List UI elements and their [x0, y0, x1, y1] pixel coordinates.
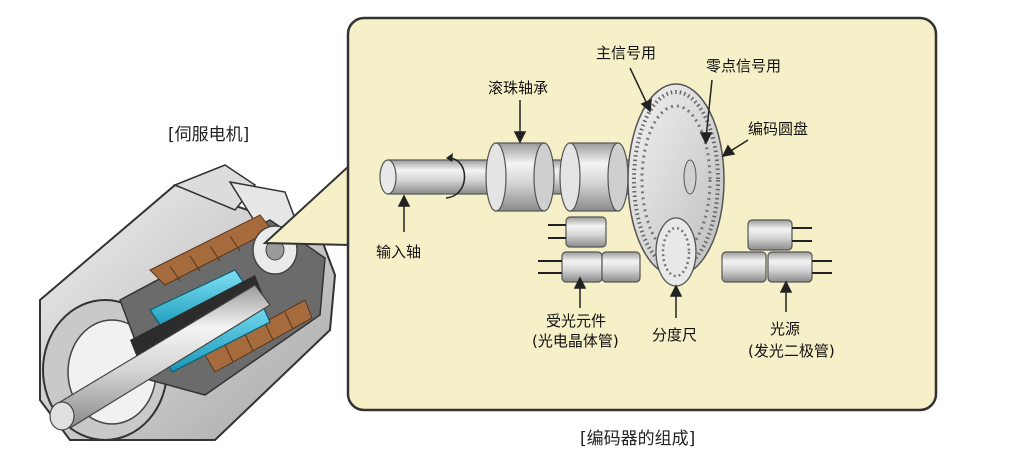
receiver-label-line1: 受光元件 [546, 312, 607, 330]
main-signal-label: 主信号用 [596, 44, 657, 62]
encoder-composition-caption: [编码器的组成] [580, 429, 696, 449]
receiver-label-line2: (光电晶体管) [532, 332, 619, 350]
servo-motor-caption: [伺服电机] [168, 125, 250, 145]
input-shaft-label: 输入轴 [376, 243, 422, 261]
encoder-illustration [379, 83, 832, 287]
ball-bearing-label: 滚珠轴承 [488, 79, 549, 97]
zero-signal-label: 零点信号用 [706, 57, 782, 75]
encoder-disk-label: 编码圆盘 [748, 120, 809, 138]
light-source-label-line2: (发光二极管) [748, 342, 835, 360]
scale-label: 分度尺 [652, 326, 698, 344]
leader-arrows [397, 67, 793, 318]
light-source-label-line1: 光源 [770, 320, 801, 338]
servo-motor-illustration [39, 164, 337, 441]
